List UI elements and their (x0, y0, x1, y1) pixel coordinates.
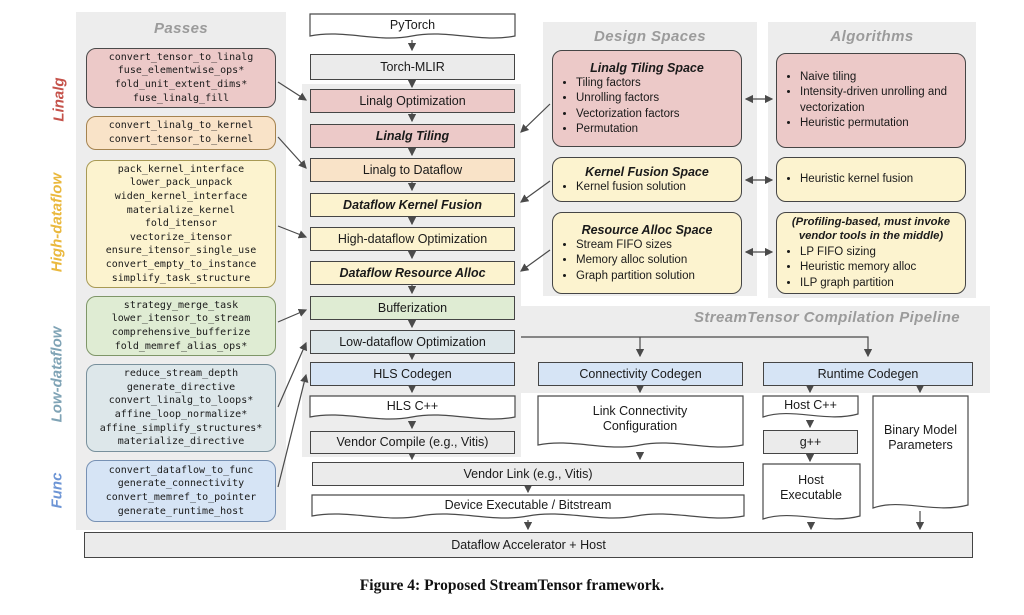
node-vendor-link: Vendor Link (e.g., Vitis) (312, 462, 744, 486)
node-host-executable: Host Executable (780, 473, 842, 502)
node-gpp: g++ (763, 430, 858, 454)
algorithm-box-fusion-items: Heuristic kernel fusion (783, 172, 959, 188)
design-space-resource-alloc-title: Resource Alloc Space (581, 222, 713, 237)
design-space-kernel-fusion-title: Kernel Fusion Space (585, 164, 709, 179)
algorithm-box-alloc: (Profiling-based, must invoke vendor too… (776, 212, 966, 294)
list-item: Vectorization factors (576, 107, 735, 123)
list-item: Intensity-driven unrolling and vectoriza… (800, 85, 959, 116)
algorithm-box-tiling-items: Naive tiling Intensity-driven unrolling … (783, 70, 959, 132)
node-pytorch: PyTorch (389, 17, 436, 32)
list-item: Memory alloc solution (576, 253, 735, 269)
list-item: Graph partition solution (576, 269, 735, 285)
node-torch-mlir: Torch-MLIR (310, 54, 515, 80)
design-space-linalg-tiling: Linalg Tiling Space Tiling factors Unrol… (552, 50, 742, 147)
host-cpp-doc-shape (762, 395, 859, 418)
node-linalg-tiling: Linalg Tiling (310, 124, 515, 148)
node-hls-codegen: HLS Codegen (310, 362, 515, 386)
node-link-connectivity-configuration: Link Connectivity Configuration (592, 404, 688, 433)
list-item: ILP graph partition (800, 276, 959, 292)
node-hls-cpp: HLS C++ (386, 399, 439, 413)
algorithm-box-alloc-title: (Profiling-based, must invoke vendor too… (791, 215, 951, 242)
node-device-executable: Device Executable / Bitstream (444, 498, 612, 512)
node-dataflow-resource-alloc: Dataflow Resource Alloc (310, 261, 515, 285)
host-executable-doc-shape (762, 463, 861, 520)
node-runtime-codegen: Runtime Codegen (763, 362, 973, 386)
pytorch-doc-shape (309, 13, 516, 39)
node-dataflow-accelerator-host: Dataflow Accelerator + Host (84, 532, 973, 558)
pass-box-linalg-a: convert_tensor_to_linalg fuse_elementwis… (86, 48, 276, 108)
node-binary-model-parameters: Binary Model Parameters (884, 423, 957, 452)
algorithm-box-alloc-items: LP FIFO sizing Heuristic memory alloc IL… (783, 245, 959, 292)
node-bufferization: Bufferization (310, 296, 515, 320)
list-item: Unrolling factors (576, 91, 735, 107)
device-executable-doc-shape (311, 494, 745, 519)
pass-box-func: convert_dataflow_to_func generate_connec… (86, 460, 276, 522)
arrows (277, 40, 925, 531)
algorithm-box-tiling: Naive tiling Intensity-driven unrolling … (776, 53, 966, 148)
algorithms-panel-title: Algorithms (830, 28, 914, 45)
node-connectivity-codegen: Connectivity Codegen (538, 362, 743, 386)
node-low-dataflow-optimization: Low-dataflow Optimization (310, 330, 515, 354)
design-space-resource-alloc: Resource Alloc Space Stream FIFO sizes M… (552, 212, 742, 294)
pass-box-low-dataflow: reduce_stream_depth generate_directive c… (86, 364, 276, 452)
node-dataflow-kernel-fusion: Dataflow Kernel Fusion (310, 193, 515, 217)
design-space-kernel-fusion-items: Kernel fusion solution (559, 180, 735, 196)
design-space-linalg-tiling-items: Tiling factors Unrolling factors Vectori… (559, 76, 735, 138)
list-item: Permutation (576, 122, 735, 138)
list-item: Naive tiling (800, 70, 959, 86)
list-item: Tiling factors (576, 76, 735, 92)
pass-box-high-dataflow: pack_kernel_interface lower_pack_unpack … (86, 160, 276, 288)
passes-panel-title: Passes (153, 20, 209, 37)
list-item: Kernel fusion solution (576, 180, 735, 196)
design-space-linalg-tiling-title: Linalg Tiling Space (590, 60, 704, 75)
algorithm-box-fusion: Heuristic kernel fusion (776, 157, 966, 202)
node-host-cpp: Host C++ (784, 397, 837, 412)
pass-box-bufferize: strategy_merge_task lower_itensor_to_str… (86, 296, 276, 356)
pass-box-linalg-b: convert_linalg_to_kernel convert_tensor_… (86, 116, 276, 150)
hls-cpp-doc-shape (309, 395, 516, 420)
node-high-dataflow-optimization: High-dataflow Optimization (310, 227, 515, 251)
node-linalg-to-dataflow: Linalg to Dataflow (310, 158, 515, 182)
list-item: Heuristic memory alloc (800, 260, 959, 276)
pipeline-panel-title: StreamTensor Compilation Pipeline (693, 309, 960, 326)
list-item: Stream FIFO sizes (576, 238, 735, 254)
list-item: LP FIFO sizing (800, 245, 959, 261)
node-linalg-optimization: Linalg Optimization (310, 89, 515, 113)
binary-model-doc-shape (872, 395, 969, 509)
design-space-resource-alloc-items: Stream FIFO sizes Memory alloc solution … (559, 238, 735, 285)
figure-caption: Figure 4: Proposed StreamTensor framewor… (359, 577, 665, 594)
list-item: Heuristic permutation (800, 116, 959, 132)
link-connectivity-doc-shape (537, 395, 744, 448)
node-vendor-compile: Vendor Compile (e.g., Vitis) (310, 431, 515, 454)
design-spaces-panel-title: Design Spaces (594, 28, 706, 45)
list-item: Heuristic kernel fusion (800, 172, 959, 188)
design-space-kernel-fusion: Kernel Fusion Space Kernel fusion soluti… (552, 157, 742, 202)
